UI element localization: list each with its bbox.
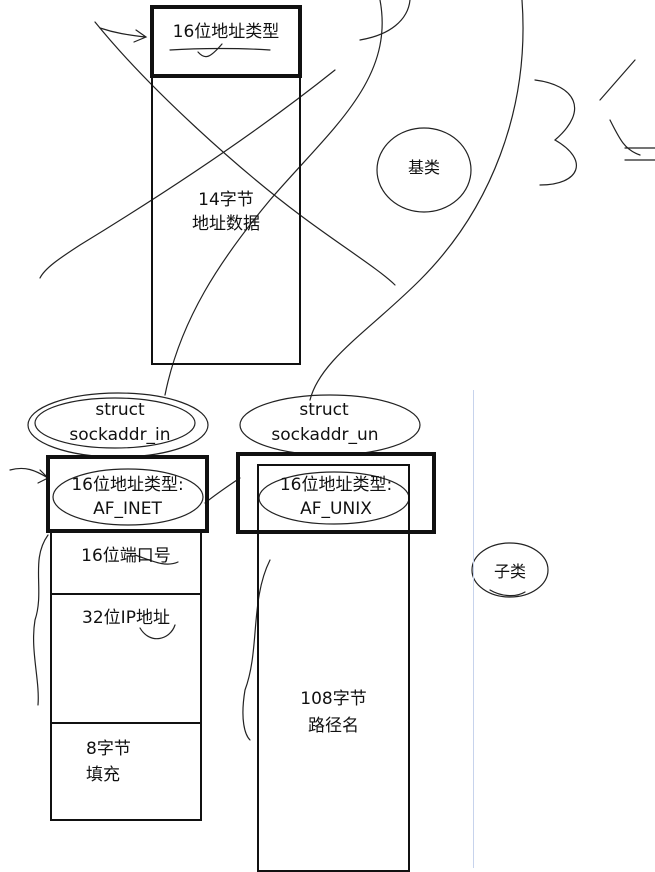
sockaddr-in-type-label-2: AF_INET (93, 499, 162, 519)
top-curve (359, 0, 411, 41)
right-scribble-1 (534, 79, 577, 186)
base-class-circle (376, 127, 472, 213)
arrow-base (99, 27, 148, 43)
vertical-guide-line (473, 390, 474, 868)
check-mark (197, 43, 223, 58)
base-data-label-1: 14字节 (198, 190, 254, 210)
inherit-curve-in (164, 0, 383, 396)
cross-stroke-a (94, 21, 396, 286)
brace-in (32, 534, 49, 706)
sockaddr-un-type-label-1: 16位地址类型: (279, 475, 393, 495)
sockaddr-in-pad-field (50, 722, 202, 821)
sockaddr-un-type-label-2: AF_UNIX (300, 499, 372, 519)
right-scribble-3 (624, 147, 655, 161)
cross-stroke-b (39, 69, 336, 279)
base-data-field (151, 76, 301, 365)
sockaddr-in-name-2: sockaddr_in (69, 425, 171, 445)
port-scribble (134, 554, 179, 565)
sockaddr-in-type-label-1: 16位地址类型: (71, 475, 184, 495)
subclass-underline (489, 589, 526, 597)
brace-un (242, 559, 271, 741)
base-type-label: 16位地址类型 (172, 22, 280, 42)
circle-sockaddr-in-2 (34, 397, 196, 449)
sockaddr-in-ip-label: 32位IP地址 (82, 608, 170, 628)
sockaddr-in-port-label: 16位端口号 (81, 546, 171, 566)
base-underline (169, 47, 271, 51)
arrow-in (9, 467, 50, 484)
circle-af-inet (52, 468, 204, 526)
sockaddr-in-pad-label-2: 填充 (86, 765, 120, 785)
sockaddr-un-name-2: sockaddr_un (271, 425, 379, 445)
sockaddr-un-path-label-1: 108字节 (300, 689, 367, 709)
sockaddr-un-path-label-2: 路径名 (308, 716, 359, 736)
connector-in-un (204, 477, 241, 504)
sockaddr-in-name-1: struct (95, 400, 145, 420)
subclass-note: 子类 (493, 562, 526, 581)
subclass-circle (471, 542, 549, 598)
sockaddr-un-inner-top (257, 464, 410, 534)
inherit-curve-un (309, 0, 524, 401)
sockaddr-in-pad-label-1: 8字节 (86, 739, 131, 759)
sockaddr-un-name-1: struct (299, 400, 349, 420)
ip-scribble (139, 624, 176, 640)
base-class-note: 基类 (407, 158, 440, 177)
base-data-label-2: 地址数据 (192, 214, 260, 234)
right-scribble-2 (599, 59, 641, 156)
